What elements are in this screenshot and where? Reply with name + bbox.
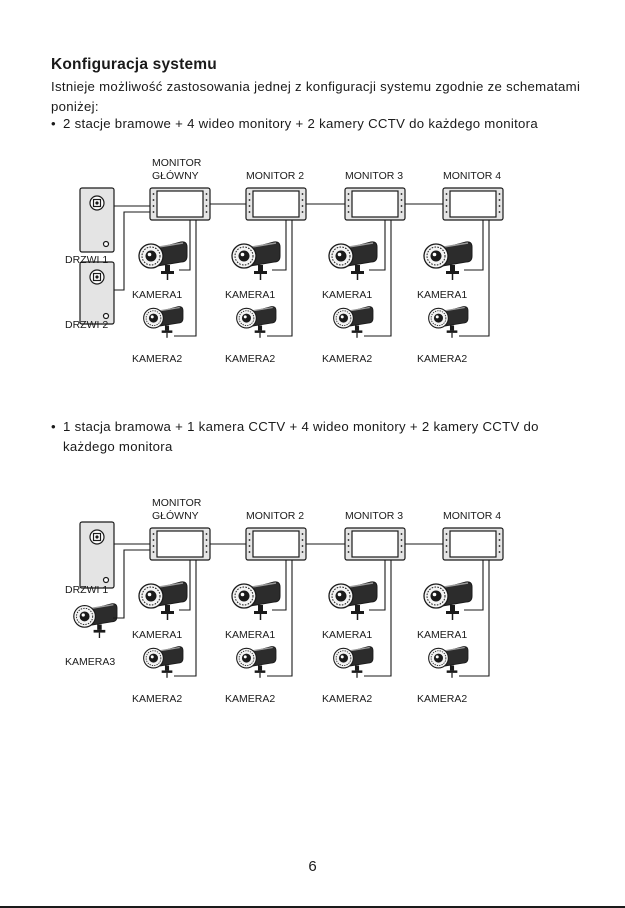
config2-description: • 1 stacja bramowa + 1 kamera CCTV + 4 wi… xyxy=(51,417,591,457)
camera2-label: KAMERA2 xyxy=(322,693,372,705)
cctv-camera-icon xyxy=(143,646,184,678)
monitor-icon xyxy=(344,527,406,561)
wire xyxy=(369,560,386,611)
cctv-camera-icon xyxy=(236,646,277,678)
wire xyxy=(459,220,490,337)
config1-description-text: 2 stacje bramowe + 4 wideo monitory + 2 … xyxy=(63,116,539,131)
monitor-main-label: GŁÓWNY xyxy=(152,169,199,182)
cctv-camera-icon xyxy=(73,603,118,639)
camera1-label: KAMERA1 xyxy=(417,289,467,301)
cctv-camera-icon xyxy=(428,306,469,338)
camera1-label: KAMERA1 xyxy=(132,629,182,641)
camera1-label: KAMERA1 xyxy=(322,289,372,301)
page-number: 6 xyxy=(308,858,317,875)
wire xyxy=(364,220,392,337)
camera2-label: KAMERA2 xyxy=(132,353,182,365)
camera2-label: KAMERA2 xyxy=(132,693,182,705)
camera1-label: KAMERA1 xyxy=(225,629,275,641)
monitor-icon xyxy=(442,187,504,221)
wire xyxy=(114,211,150,291)
camera1-label: KAMERA1 xyxy=(417,629,467,641)
wire xyxy=(179,220,191,271)
monitor-main-label-prefix: MONITOR xyxy=(152,157,202,169)
door1-label: DRZWI 1 xyxy=(65,584,108,596)
cctv-camera-icon xyxy=(231,241,281,280)
cctv-camera-icon xyxy=(231,581,281,620)
wire xyxy=(272,220,287,271)
wire xyxy=(174,560,197,677)
camera2-label: KAMERA2 xyxy=(417,693,467,705)
cctv-camera-icon xyxy=(138,581,188,620)
monitor-icon xyxy=(149,527,211,561)
cctv-camera-icon xyxy=(143,306,184,338)
monitor-label: MONITOR 4 xyxy=(443,510,501,522)
wire xyxy=(267,220,293,337)
wire xyxy=(464,560,484,611)
door-station-icon xyxy=(79,521,115,589)
wire xyxy=(459,560,490,677)
cctv-camera-icon xyxy=(423,581,473,620)
wire xyxy=(364,560,392,677)
wire xyxy=(179,560,191,611)
cctv-camera-icon xyxy=(328,241,378,280)
monitor-label: MONITOR 2 xyxy=(246,170,304,182)
monitor-icon xyxy=(245,527,307,561)
door2-label: DRZWI 2 xyxy=(65,319,108,331)
bullet-icon: • xyxy=(51,419,56,434)
section-title: Konfiguracja systemu xyxy=(51,56,217,73)
cctv-camera-icon xyxy=(328,581,378,620)
cctv-camera-icon xyxy=(333,306,374,338)
door-station-icon xyxy=(79,187,115,253)
monitor-icon xyxy=(245,187,307,221)
config2-description-text: 1 stacja bramowa + 1 kamera CCTV + 4 wid… xyxy=(63,419,539,454)
cctv-camera-icon xyxy=(138,241,188,280)
camera1-label: KAMERA1 xyxy=(132,289,182,301)
config1-description: • 2 stacje bramowe + 4 wideo monitory + 2… xyxy=(51,114,591,134)
wire xyxy=(113,549,150,619)
camera1-label: KAMERA1 xyxy=(225,289,275,301)
monitor-label: MONITOR 4 xyxy=(443,170,501,182)
footer-rule xyxy=(0,906,625,908)
camera2-label: KAMERA2 xyxy=(225,693,275,705)
wire xyxy=(267,560,293,677)
monitor-icon xyxy=(149,187,211,221)
bullet-icon: • xyxy=(51,116,56,131)
camera2-label: KAMERA2 xyxy=(322,353,372,365)
monitor-main-label: GŁÓWNY xyxy=(152,509,199,522)
monitor-main-label-prefix: MONITOR xyxy=(152,497,202,509)
door-station-icon xyxy=(79,261,115,325)
cctv-camera-icon xyxy=(428,646,469,678)
wire xyxy=(464,220,484,271)
wire xyxy=(174,220,197,337)
monitor-label: MONITOR 3 xyxy=(345,510,403,522)
camera2-label: KAMERA2 xyxy=(225,353,275,365)
monitor-label: MONITOR 2 xyxy=(246,510,304,522)
door1-label: DRZWI 1 xyxy=(65,254,108,266)
cctv-camera-icon xyxy=(423,241,473,280)
camera1-label: KAMERA1 xyxy=(322,629,372,641)
monitor-icon xyxy=(442,527,504,561)
camera3-label: KAMERA3 xyxy=(65,656,115,668)
monitor-icon xyxy=(344,187,406,221)
monitor-label: MONITOR 3 xyxy=(345,170,403,182)
cctv-camera-icon xyxy=(236,306,277,338)
intro-text: Istnieje możliwość zastosowania jednej z… xyxy=(51,79,581,114)
wire xyxy=(369,220,386,271)
camera2-label: KAMERA2 xyxy=(417,353,467,365)
wire xyxy=(272,560,287,611)
cctv-camera-icon xyxy=(333,646,374,678)
